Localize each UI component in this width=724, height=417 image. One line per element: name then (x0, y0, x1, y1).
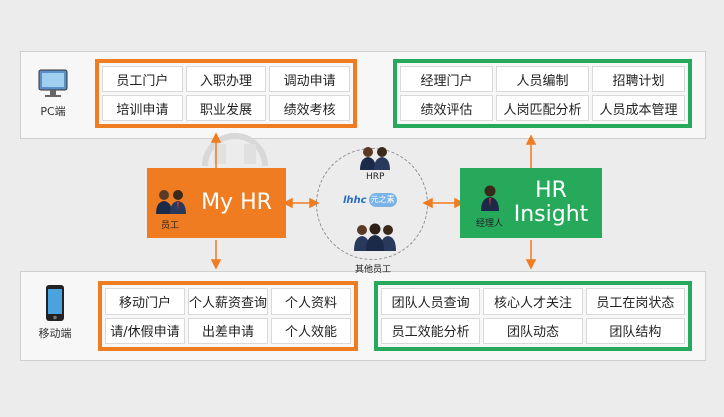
pc-headcount[interactable]: 人员编制 (496, 66, 589, 92)
mobile-team-query[interactable]: 团队人员查询 (381, 288, 481, 315)
mobile-team-activity[interactable]: 团队动态 (483, 317, 583, 344)
mobile-manager-grid: 团队人员查询 核心人才关注 员工在岗状态 员工效能分析 团队动态 团队结构 (381, 288, 685, 344)
pc-career-development[interactable]: 职业发展 (185, 95, 267, 121)
pc-manager-grid: 经理门户 人员编制 招聘计划 绩效评估 人岗匹配分析 人员成本管理 (400, 66, 685, 121)
pc-onboarding[interactable]: 入职办理 (185, 66, 267, 92)
mobile-device: 移动端 (30, 284, 80, 341)
myhr-hub[interactable]: My HR (147, 168, 286, 238)
pc-job-match-analysis[interactable]: 人岗匹配分析 (496, 95, 589, 121)
pc-performance-evaluation[interactable]: 绩效评估 (400, 95, 493, 121)
pc-device: PC端 (28, 66, 78, 119)
other-staff-people-icon (354, 223, 396, 251)
employee-label: 员工 (161, 221, 180, 231)
hrp-people-icon (360, 147, 390, 170)
logo-text: 元之素 (370, 195, 395, 204)
pc-employee-panel: 员工门户 入职办理 调动申请 培训申请 职业发展 绩效考核 (95, 59, 357, 128)
pc-employee-portal[interactable]: 员工门户 (102, 66, 183, 92)
pc-training-request[interactable]: 培训申请 (102, 95, 183, 121)
mobile-label: 移动端 (38, 327, 72, 340)
manager-person-icon (481, 185, 499, 211)
mobile-employee-grid: 移动门户 个人薪资查询 个人资料 请/休假申请 出差申请 个人效能 (105, 288, 351, 344)
mobile-core-talent[interactable]: 核心人才关注 (483, 288, 583, 315)
mobile-personal-info[interactable]: 个人资料 (271, 288, 351, 315)
smartphone-icon (46, 285, 64, 321)
monitor-icon (38, 69, 68, 97)
mobile-travel-request[interactable]: 出差申请 (187, 317, 268, 344)
myhr-title: My HR (201, 190, 272, 215)
mobile-employee-panel: 移动门户 个人薪资查询 个人资料 请/休假申请 出差申请 个人效能 (98, 281, 358, 351)
center-dashed-circle (316, 148, 428, 260)
mobile-efficiency-analysis[interactable]: 员工效能分析 (381, 317, 481, 344)
hr-insight-title: HR Insight (513, 178, 589, 227)
mobile-manager-panel: 团队人员查询 核心人才关注 员工在岗状态 员工效能分析 团队动态 团队结构 (374, 281, 692, 351)
employee-people-icon (156, 190, 186, 214)
mobile-strip (20, 271, 706, 361)
pc-recruitment-plan[interactable]: 招聘计划 (592, 66, 685, 92)
pc-employee-grid: 员工门户 入职办理 调动申请 培训申请 职业发展 绩效考核 (102, 66, 350, 121)
pc-manager-portal[interactable]: 经理门户 (400, 66, 493, 92)
mobile-salary-query[interactable]: 个人薪资查询 (187, 288, 268, 315)
pc-label: PC端 (40, 105, 66, 118)
manager-label: 经理人 (476, 219, 504, 229)
pc-performance-review[interactable]: 绩效考核 (269, 95, 350, 121)
mobile-personal-efficiency[interactable]: 个人效能 (271, 317, 351, 344)
pc-personnel-cost[interactable]: 人员成本管理 (592, 95, 685, 121)
product-logo: lhhc 元之素 (343, 191, 407, 209)
mobile-employee-status[interactable]: 员工在岗状态 (585, 288, 685, 315)
mobile-leave-request[interactable]: 请/休假申请 (105, 317, 185, 344)
mobile-portal[interactable]: 移动门户 (105, 288, 185, 315)
pc-manager-panel: 经理门户 人员编制 招聘计划 绩效评估 人岗匹配分析 人员成本管理 (393, 59, 692, 128)
other-staff-label: 其他员工 (355, 265, 392, 275)
logo-mark: lhhc (343, 194, 367, 206)
cloud-icon: 元之素 (368, 193, 397, 207)
ghost-ring-decoration (202, 133, 268, 166)
hrp-label: HRP (366, 172, 385, 182)
mobile-team-structure[interactable]: 团队结构 (585, 317, 685, 344)
pc-transfer-request[interactable]: 调动申请 (269, 66, 350, 92)
